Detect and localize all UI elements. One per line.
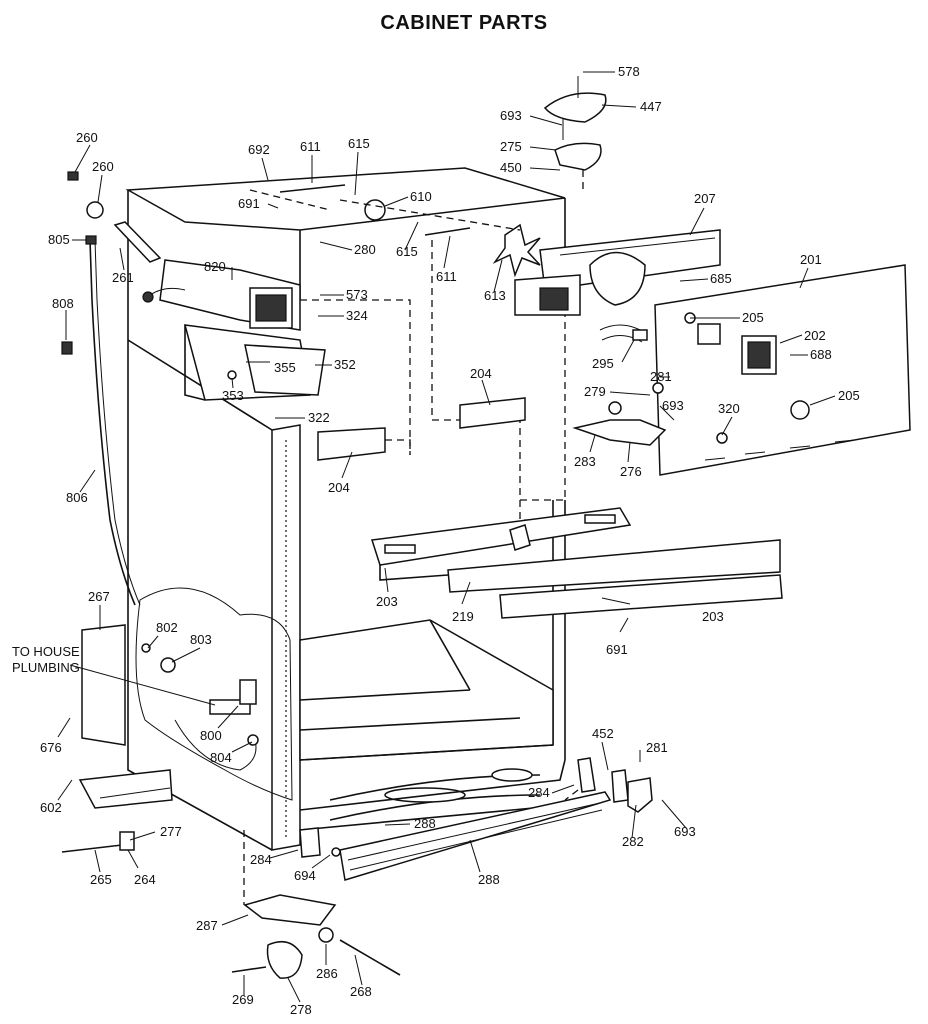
- callout-287: 287: [196, 918, 218, 933]
- callout-803: 803: [190, 632, 212, 647]
- callout-264: 264: [134, 872, 156, 887]
- callout-260: 260: [76, 130, 98, 145]
- callout-201: 201: [800, 252, 822, 267]
- callout-611: 611: [436, 269, 457, 284]
- bracket-204-right: [459, 397, 526, 429]
- callout-610: 610: [410, 189, 432, 204]
- hinge-282: [627, 777, 653, 813]
- callout-269: 269: [232, 992, 254, 1007]
- bracket-204-left: [317, 427, 386, 461]
- plumbing-note-line1: TO HOUSE: [12, 644, 80, 659]
- callout-260: 260: [92, 159, 114, 174]
- callout-805: 805: [48, 232, 70, 247]
- callout-282: 282: [622, 834, 644, 849]
- diagram-title: CABINET PARTS: [380, 12, 548, 34]
- callout-578: 578: [618, 64, 640, 79]
- callout-693: 693: [674, 824, 696, 839]
- callout-202: 202: [804, 328, 826, 343]
- callout-286: 286: [316, 966, 338, 981]
- thermostat-276: [572, 382, 667, 446]
- callout-685: 685: [710, 271, 732, 286]
- callout-204: 204: [470, 366, 492, 381]
- callout-693: 693: [662, 398, 684, 413]
- callout-284: 284: [528, 785, 550, 800]
- callout-353: 353: [222, 388, 244, 403]
- water-line-806: [89, 239, 136, 606]
- callout-277: 277: [160, 824, 182, 839]
- plumbing-note-line2: PLUMBING: [12, 660, 80, 675]
- callout-204: 204: [328, 480, 350, 495]
- icemaker-assembly: [142, 259, 326, 401]
- panel-267: [81, 624, 126, 746]
- callout-205: 205: [838, 388, 860, 403]
- shelf-assembly: [371, 507, 783, 619]
- callout-281: 281: [646, 740, 668, 755]
- callout-452: 452: [592, 726, 614, 741]
- callout-613: 613: [484, 288, 506, 303]
- callout-573: 573: [346, 287, 368, 302]
- callout-602: 602: [40, 800, 62, 815]
- callout-694: 694: [294, 868, 316, 883]
- valve-detail-outline: [135, 587, 293, 801]
- callout-284: 284: [250, 852, 272, 867]
- callout-693: 693: [500, 108, 522, 123]
- callout-295: 295: [592, 356, 614, 371]
- callout-265: 265: [90, 872, 112, 887]
- callout-261: 261: [112, 270, 134, 285]
- callout-283: 283: [574, 454, 596, 469]
- callout-615: 615: [348, 136, 370, 151]
- callout-278: 278: [290, 1002, 312, 1017]
- callout-447: 447: [640, 99, 662, 114]
- bracket-452: [577, 757, 596, 793]
- callout-820: 820: [204, 259, 226, 274]
- callout-207: 207: [694, 191, 716, 206]
- callout-205: 205: [742, 310, 764, 325]
- callout-804: 804: [210, 750, 232, 765]
- callout-320: 320: [718, 401, 740, 416]
- callout-808: 808: [52, 296, 74, 311]
- callout-279: 279: [584, 384, 606, 399]
- callout-352: 352: [334, 357, 356, 372]
- callout-203: 203: [376, 594, 398, 609]
- cabinet-body: [125, 167, 566, 851]
- leg-265: [61, 844, 123, 853]
- callout-203: 203: [702, 609, 724, 624]
- callout-219: 219: [452, 609, 474, 624]
- evap-fan-assembly: [249, 184, 721, 316]
- callout-692: 692: [248, 142, 270, 157]
- callout-450: 450: [500, 160, 522, 175]
- callout-688: 688: [810, 347, 832, 362]
- callout-324: 324: [346, 308, 368, 323]
- water-valve-800: [141, 643, 259, 771]
- callout-275: 275: [500, 139, 522, 154]
- callout-691: 691: [238, 196, 260, 211]
- callout-615: 615: [396, 244, 418, 259]
- callout-322: 322: [308, 410, 330, 425]
- leader-lines: [57, 71, 836, 1003]
- plumbing-note: TO HOUSE PLUMBING: [12, 644, 80, 675]
- callout-806: 806: [66, 490, 88, 505]
- grille-288: [339, 791, 612, 881]
- callout-800: 800: [200, 728, 222, 743]
- callout-281: 281: [650, 369, 672, 384]
- callout-labels: 578 447 693 275 450 207 260 260 692 611 …: [40, 64, 860, 1017]
- bracket-602: [78, 769, 173, 809]
- callout-611: 611: [300, 139, 321, 154]
- callout-802: 802: [156, 620, 178, 635]
- bottom-hinge-assembly: [231, 830, 401, 979]
- callout-280: 280: [354, 242, 376, 257]
- callout-276: 276: [620, 464, 642, 479]
- control-panel-201: [654, 264, 911, 476]
- damper-control: [543, 76, 607, 190]
- callout-288: 288: [478, 872, 500, 887]
- callout-267: 267: [88, 589, 110, 604]
- callout-355: 355: [274, 360, 296, 375]
- fill-tube-261: [61, 171, 162, 355]
- callout-288: 288: [414, 816, 436, 831]
- callout-691: 691: [606, 642, 628, 657]
- callout-268: 268: [350, 984, 372, 999]
- callout-676: 676: [40, 740, 62, 755]
